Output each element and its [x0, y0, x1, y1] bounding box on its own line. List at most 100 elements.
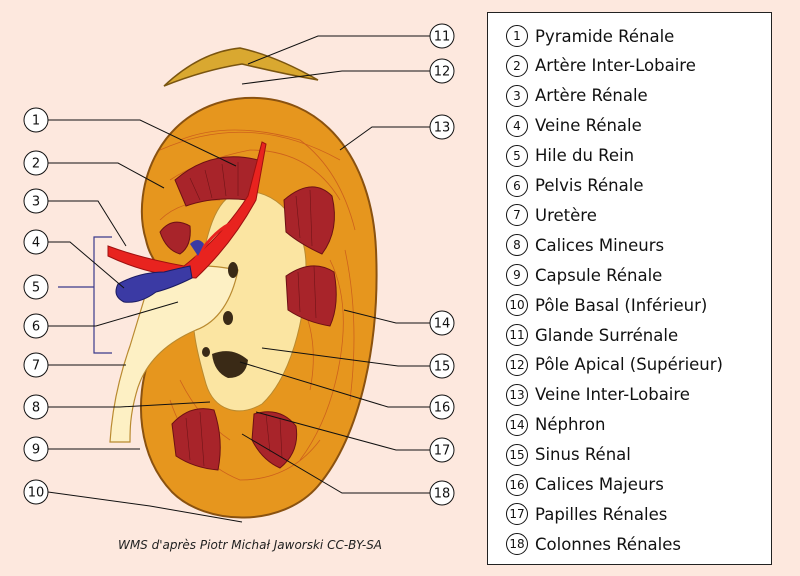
- callout-17: 17: [429, 437, 455, 463]
- legend-number-badge: 2: [506, 54, 528, 77]
- callout-9: 9: [23, 436, 49, 462]
- legend-label: Pelvis Rénale: [535, 176, 644, 195]
- legend-number-badge: 10: [506, 294, 528, 317]
- legend-item: 6 Pelvis Rénale: [506, 174, 643, 198]
- leader-line-8: [48, 401, 211, 408]
- callout-number: 12: [434, 65, 451, 80]
- major-calyx-opening: [212, 351, 248, 378]
- leader-line-4: [48, 241, 125, 289]
- legend-label: Pyramide Rénale: [535, 26, 675, 46]
- callout-number: 1: [32, 114, 40, 129]
- callout-number: 17: [434, 444, 451, 459]
- callout-14: 14: [429, 310, 455, 336]
- leader-line-15: [261, 347, 430, 367]
- calyx-opening: [228, 262, 238, 278]
- callout-7: 7: [23, 352, 49, 378]
- legend-label: Calices Mineurs: [535, 235, 665, 255]
- legend-number-badge: 12: [506, 353, 528, 376]
- pyramid-lower-left: [171, 408, 221, 471]
- legend-label: Hile du Rein: [535, 146, 635, 166]
- legend-label: Artère Rénale: [535, 86, 648, 106]
- calyx-opening: [202, 347, 210, 357]
- callout-number: 13: [434, 121, 451, 136]
- adrenal-gland-shape: [163, 47, 319, 87]
- leader-line-1: [48, 119, 237, 167]
- callout-number: 3: [32, 195, 40, 210]
- legend-label: Colonnes Rénales: [535, 534, 681, 554]
- legend-label: Glande Surrénale: [535, 325, 679, 345]
- leader-lines: [47, 35, 430, 523]
- leader-line-14: [343, 309, 430, 324]
- calyx-opening: [223, 311, 233, 325]
- legend-number-badge: 17: [506, 503, 528, 526]
- legend-number-badge: 14: [506, 413, 528, 436]
- callout-2: 2: [23, 150, 49, 176]
- legend-item: 1 Pyramide Rénale: [506, 24, 674, 48]
- renal-vein-shape: [115, 265, 193, 303]
- legend-number-badge: 5: [506, 144, 528, 167]
- callout-number: 10: [28, 486, 45, 501]
- callout-16: 16: [429, 394, 455, 420]
- leader-line-13: [339, 126, 430, 151]
- credit-text: WMS d'après Piotr Michał Jaworski CC-BY-…: [117, 538, 383, 552]
- legend-label: Papilles Rénales: [535, 504, 668, 524]
- legend-label: Veine Rénale: [535, 116, 642, 136]
- callout-number: 6: [32, 320, 40, 335]
- callout-3: 3: [23, 188, 49, 214]
- calyces: [202, 262, 248, 378]
- legend-number-badge: 4: [506, 114, 528, 137]
- legend-item: 5 Hile du Rein: [506, 144, 634, 168]
- legend-label: Uretère: [535, 205, 597, 225]
- pyramid-lower-right: [251, 411, 298, 469]
- leader-line-12: [241, 70, 430, 85]
- callout-6: 6: [23, 313, 49, 339]
- vein-branch: [190, 240, 204, 256]
- leader-line-17: [255, 411, 430, 451]
- legend-number-badge: 13: [506, 383, 528, 406]
- callout-number: 11: [434, 30, 451, 45]
- legend-number-badge: 7: [506, 204, 528, 227]
- legend-number-badge: 8: [506, 234, 528, 257]
- legend-number-badge: 11: [506, 324, 528, 346]
- legend-label: Artère Inter-Lobaire: [535, 56, 696, 76]
- legend-number-badge: 15: [506, 443, 528, 466]
- callout-number: 5: [32, 281, 40, 296]
- legend-number-badge: 16: [506, 473, 528, 496]
- callout-number: 15: [434, 360, 451, 375]
- leader-line-11: [247, 35, 430, 65]
- leader-line-18: [241, 433, 430, 494]
- interlobar-artery-branch: [188, 220, 235, 269]
- leader-line-3: [48, 200, 127, 247]
- callout-number: 18: [434, 487, 451, 502]
- renal-pyramids: [159, 156, 337, 471]
- callouts-left: 1 2 3 4 5 6 7 8 9 10: [23, 107, 49, 505]
- legend-label: Capsule Rénale: [535, 265, 663, 285]
- callout-number: 9: [32, 443, 40, 458]
- leader-line-16: [239, 361, 430, 408]
- legend-number-badge: 6: [506, 174, 528, 197]
- callout-number: 2: [32, 157, 40, 172]
- legend-item: 4 Veine Rénale: [506, 114, 642, 138]
- legend-item: 12 Pôle Apical (Supérieur): [506, 353, 723, 377]
- legend-label: Sinus Rénal: [535, 445, 631, 465]
- legend-number-badge: 1: [506, 25, 528, 47]
- pyramid-striations: [185, 162, 317, 467]
- legend-item: 15 Sinus Rénal: [506, 443, 631, 467]
- pyramid-middle: [159, 221, 191, 255]
- callout-number: 4: [32, 236, 40, 251]
- callout-18: 18: [429, 480, 455, 506]
- legend-label: Pôle Apical (Supérieur): [535, 355, 723, 375]
- callout-number: 8: [32, 401, 40, 416]
- legend-item: 17 Papilles Rénales: [506, 502, 667, 526]
- callout-number: 14: [434, 317, 451, 332]
- hilum-bracket: [93, 236, 112, 354]
- callout-number: 16: [434, 401, 451, 416]
- callouts-right: 11 12 13 14 15 16 17 18: [429, 23, 455, 506]
